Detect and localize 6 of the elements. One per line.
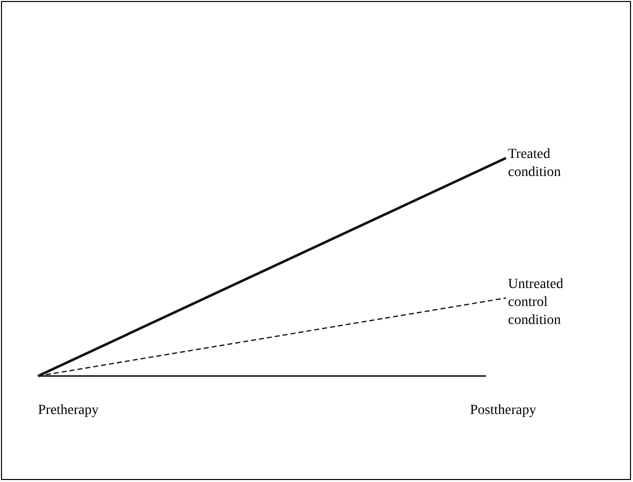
line-label: Untreated control condition: [508, 276, 564, 330]
trend-line: [37, 156, 507, 378]
dashed-trend-line: [38, 297, 506, 377]
line-label: Treated condition: [508, 146, 562, 182]
axis-label: Pretherapy: [38, 402, 99, 420]
axis-label: Posttherapy: [470, 402, 536, 420]
